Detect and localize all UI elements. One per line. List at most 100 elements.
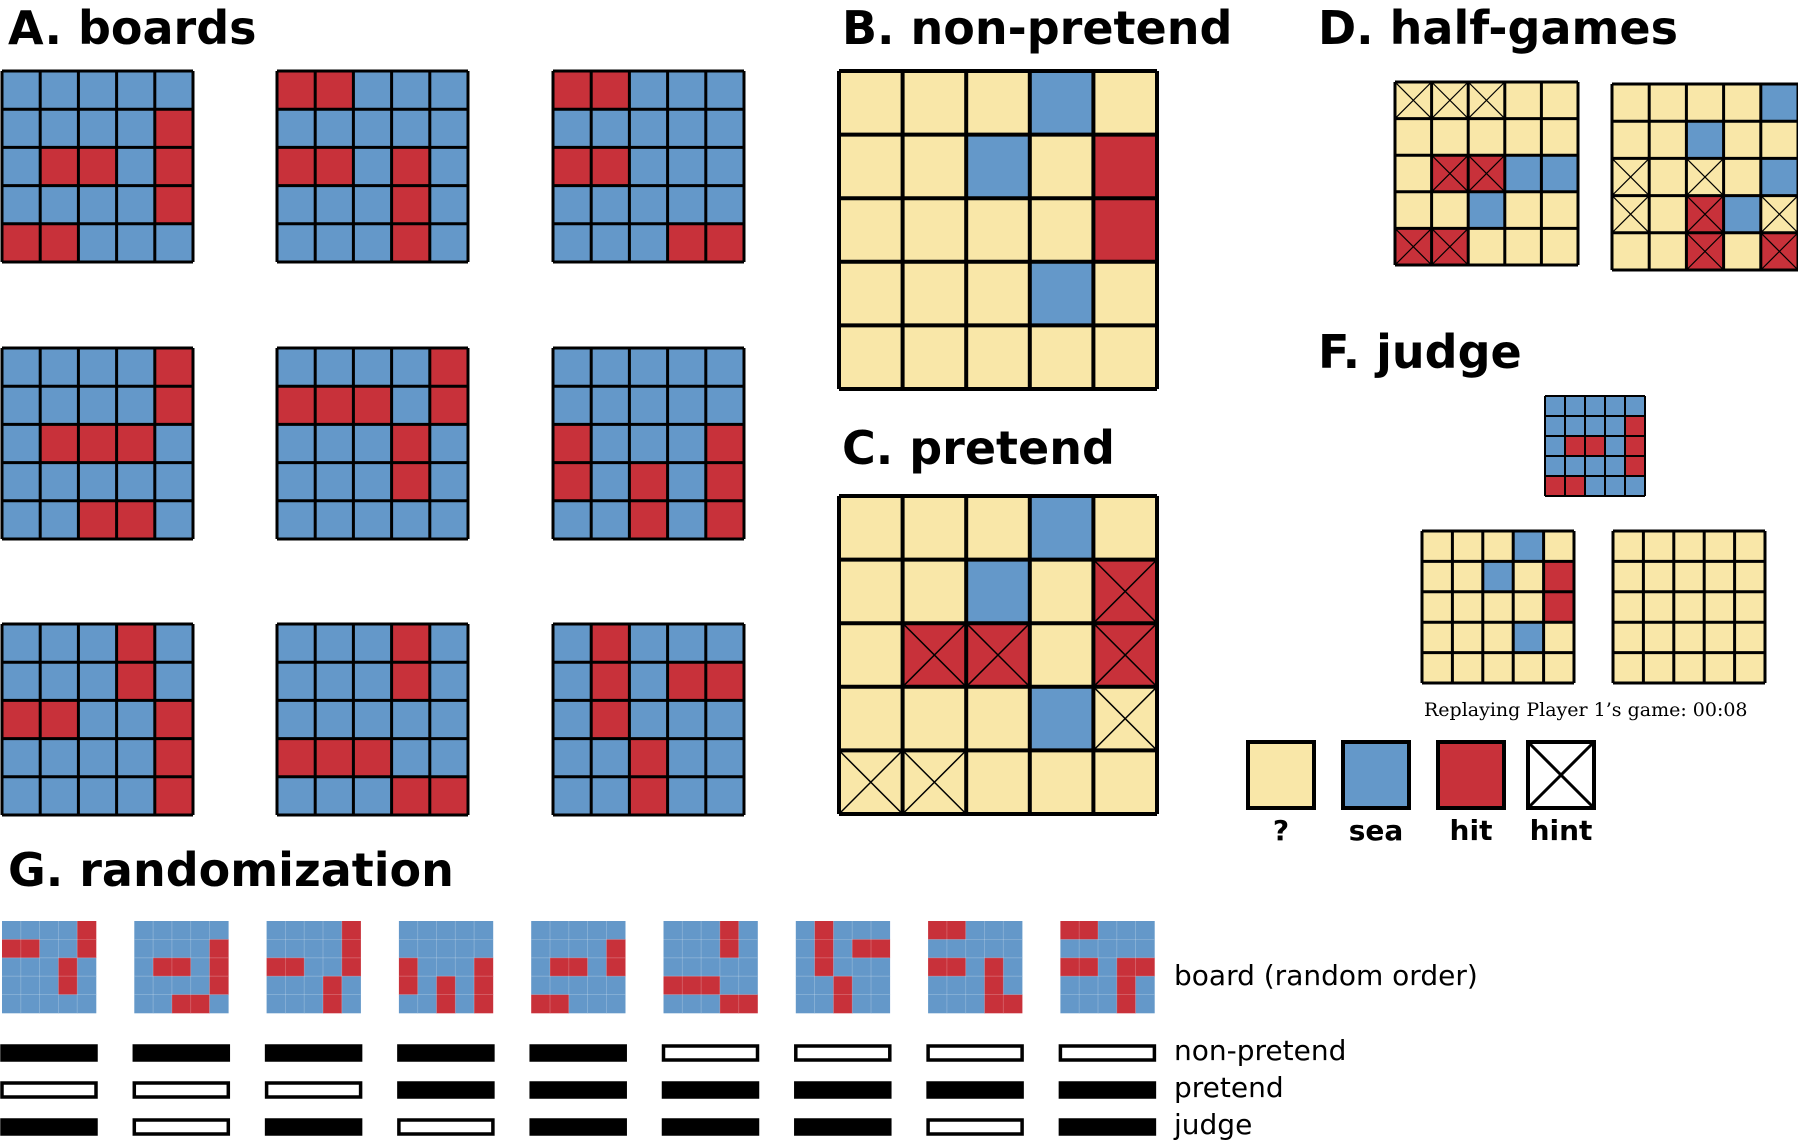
non-pretend-bar-empty xyxy=(794,1044,892,1062)
unknown-cell xyxy=(902,559,967,624)
sea-cell xyxy=(1605,436,1625,456)
unknown-cell xyxy=(1673,652,1705,683)
sea-cell xyxy=(154,424,193,463)
hint-cross-line xyxy=(1760,195,1798,234)
sea-cell xyxy=(285,994,305,1014)
unknown-cell xyxy=(1734,561,1765,592)
unknown-cell xyxy=(902,198,967,262)
sea-cell xyxy=(531,976,551,995)
hit-cell xyxy=(1543,561,1574,592)
hit-cell xyxy=(2,939,22,959)
judge-bar-filled xyxy=(1058,1118,1157,1136)
sea-cell xyxy=(591,109,630,148)
sea-cell xyxy=(705,147,744,186)
unknown-cell xyxy=(1504,118,1542,156)
unknown-cell xyxy=(1643,622,1674,653)
sea-cell xyxy=(531,921,551,940)
sea-cell xyxy=(190,957,210,977)
sea-cell xyxy=(315,500,354,539)
sea-cell xyxy=(965,921,985,940)
pretend-bar-filled xyxy=(529,1081,627,1099)
hit-cell xyxy=(1135,957,1155,977)
hint-cross-line xyxy=(1467,81,1506,120)
hit-cell xyxy=(474,994,494,1014)
sea-cell xyxy=(568,939,588,959)
sea-cell xyxy=(353,71,392,110)
sea-cell xyxy=(277,424,316,463)
legend-label-unknown: ? xyxy=(1273,814,1289,847)
hit-cell xyxy=(266,957,286,977)
sea-cell xyxy=(40,624,79,663)
sea-cell xyxy=(315,462,354,501)
sea-cell xyxy=(474,921,494,940)
sea-cell xyxy=(984,921,1004,940)
unknown-cell xyxy=(1734,622,1765,653)
randomization-label-pretend: pretend xyxy=(1174,1071,1284,1104)
sea-cell xyxy=(429,71,468,110)
sea-cell xyxy=(1060,994,1080,1014)
sea-cell xyxy=(2,109,41,148)
sea-cell xyxy=(429,462,468,501)
sea-cell xyxy=(965,976,985,995)
unknown-cell xyxy=(1613,561,1644,592)
sea-cell xyxy=(629,185,668,224)
sea-cell xyxy=(78,386,117,425)
hit-cell xyxy=(277,71,316,110)
hit-cell xyxy=(629,462,668,501)
hit-cell xyxy=(154,776,193,815)
unknown-cell xyxy=(1504,82,1542,119)
sea-cell xyxy=(285,921,305,940)
sea-cell xyxy=(591,500,630,539)
sea-cell xyxy=(116,185,155,224)
example-board xyxy=(0,69,195,264)
hit-cell xyxy=(78,424,117,463)
unknown-cell xyxy=(839,686,903,751)
sea-cell xyxy=(40,71,79,110)
sea-cell xyxy=(1098,994,1118,1014)
sea-cell xyxy=(171,976,191,995)
unknown-cell xyxy=(1704,652,1735,683)
judge-bar-empty xyxy=(132,1118,231,1136)
hit-cell xyxy=(984,976,1004,995)
unknown-cell xyxy=(1422,531,1453,562)
hit-cell xyxy=(391,662,430,701)
half-game-board xyxy=(1610,82,1798,272)
hit-cell xyxy=(1079,921,1099,940)
unknown-cell xyxy=(1673,591,1705,623)
sea-cell xyxy=(391,500,430,539)
sea-cell xyxy=(1116,939,1136,959)
sea-cell xyxy=(78,109,117,148)
hit-cell xyxy=(591,71,630,110)
sea-cell xyxy=(705,71,744,110)
randomization-label-judge: judge xyxy=(1173,1108,1252,1141)
sea-cell xyxy=(40,662,79,701)
sea-cell xyxy=(116,348,155,387)
sea-cell xyxy=(266,939,286,959)
sea-cell xyxy=(417,976,437,995)
hit-cell xyxy=(323,994,343,1014)
hit-cell xyxy=(553,424,592,463)
sea-cell xyxy=(871,957,891,977)
sea-cell xyxy=(591,386,630,425)
sea-cell xyxy=(1760,84,1798,122)
unknown-cell xyxy=(1029,750,1094,814)
hit-cell xyxy=(705,662,744,701)
hint-cross-line xyxy=(1760,232,1798,271)
sea-cell xyxy=(1098,921,1118,940)
random-order-board xyxy=(928,921,1023,1014)
sea-cell xyxy=(266,921,286,940)
hit-cell xyxy=(116,624,155,663)
sea-cell xyxy=(134,976,154,995)
sea-cell xyxy=(1135,994,1155,1014)
sea-cell xyxy=(629,386,668,425)
sea-cell xyxy=(1760,158,1798,196)
sea-cell xyxy=(78,71,117,110)
sea-cell xyxy=(1060,939,1080,959)
sea-cell xyxy=(705,109,744,148)
hit-cell xyxy=(429,776,468,815)
sea-cell xyxy=(455,976,475,995)
random-order-board xyxy=(531,921,626,1014)
sea-cell xyxy=(667,738,706,777)
judge-replay-board xyxy=(1611,529,1767,685)
hit-cell xyxy=(20,939,40,959)
